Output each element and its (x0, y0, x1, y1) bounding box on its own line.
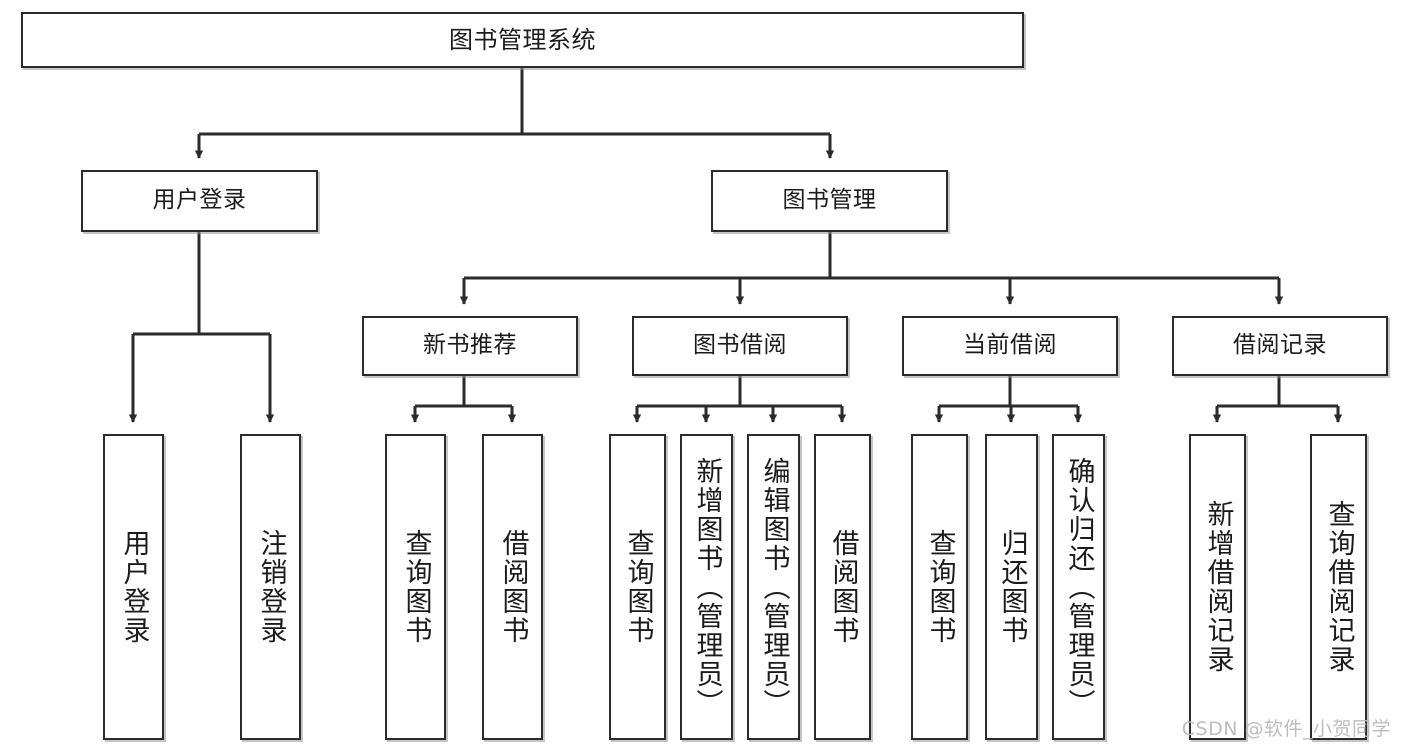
node-book-borrow[interactable]: 图书借阅 (632, 316, 848, 376)
leaf-edit-book-label: 编辑图书（管理员） (758, 456, 790, 718)
leaf-add-book-label: 新增图书（管理员） (691, 456, 723, 718)
leaf-query-book-borrow-label: 查询图书 (622, 529, 654, 645)
node-book-manage[interactable]: 图书管理 (711, 170, 948, 232)
node-current-borrow-label: 当前借阅 (963, 332, 1057, 359)
node-current-borrow[interactable]: 当前借阅 (902, 316, 1118, 376)
csdn-watermark: CSDN @软件_小贺同学 (1181, 718, 1391, 740)
leaf-edit-book[interactable]: 编辑图书（管理员） (747, 434, 800, 740)
node-user-login-label: 用户登录 (152, 187, 247, 214)
leaf-borrow-book-label: 借阅图书 (827, 529, 859, 645)
node-new-book-recommend[interactable]: 新书推荐 (362, 316, 578, 376)
node-borrow-record-label: 借阅记录 (1233, 332, 1327, 359)
leaf-query-book-borrow[interactable]: 查询图书 (609, 434, 666, 740)
leaf-query-borrow-record-label: 查询借阅记录 (1323, 500, 1355, 674)
leaf-user-login-label: 用户登录 (118, 529, 150, 645)
leaf-add-borrow-record[interactable]: 新增借阅记录 (1189, 434, 1246, 740)
node-user-login[interactable]: 用户登录 (81, 170, 318, 232)
leaf-query-book-recommend[interactable]: 查询图书 (385, 434, 446, 740)
leaf-borrow-book[interactable]: 借阅图书 (814, 434, 871, 740)
leaf-query-book-recommend-label: 查询图书 (400, 529, 432, 645)
leaf-borrow-book-recommend-label: 借阅图书 (497, 529, 529, 645)
node-book-borrow-label: 图书借阅 (693, 332, 787, 359)
leaf-query-book-current[interactable]: 查询图书 (911, 434, 968, 740)
leaf-query-borrow-record[interactable]: 查询借阅记录 (1310, 434, 1367, 740)
leaf-add-book[interactable]: 新增图书（管理员） (680, 434, 733, 740)
leaf-return-book[interactable]: 归还图书 (985, 434, 1038, 740)
node-root-label: 图书管理系统 (449, 25, 596, 54)
leaf-query-book-current-label: 查询图书 (924, 529, 956, 645)
node-book-manage-label: 图书管理 (782, 187, 877, 214)
leaf-confirm-return[interactable]: 确认归还（管理员） (1052, 434, 1105, 740)
node-borrow-record[interactable]: 借阅记录 (1172, 316, 1388, 376)
leaf-confirm-return-label: 确认归还（管理员） (1063, 456, 1095, 718)
node-new-book-recommend-label: 新书推荐 (423, 332, 517, 359)
node-root[interactable]: 图书管理系统 (21, 12, 1024, 68)
leaf-return-book-label: 归还图书 (996, 529, 1028, 645)
leaf-user-logout-label: 注销登录 (255, 529, 287, 645)
leaf-add-borrow-record-label: 新增借阅记录 (1202, 500, 1234, 674)
leaf-user-login[interactable]: 用户登录 (103, 434, 164, 740)
leaf-borrow-book-recommend[interactable]: 借阅图书 (482, 434, 543, 740)
leaf-user-logout[interactable]: 注销登录 (240, 434, 301, 740)
